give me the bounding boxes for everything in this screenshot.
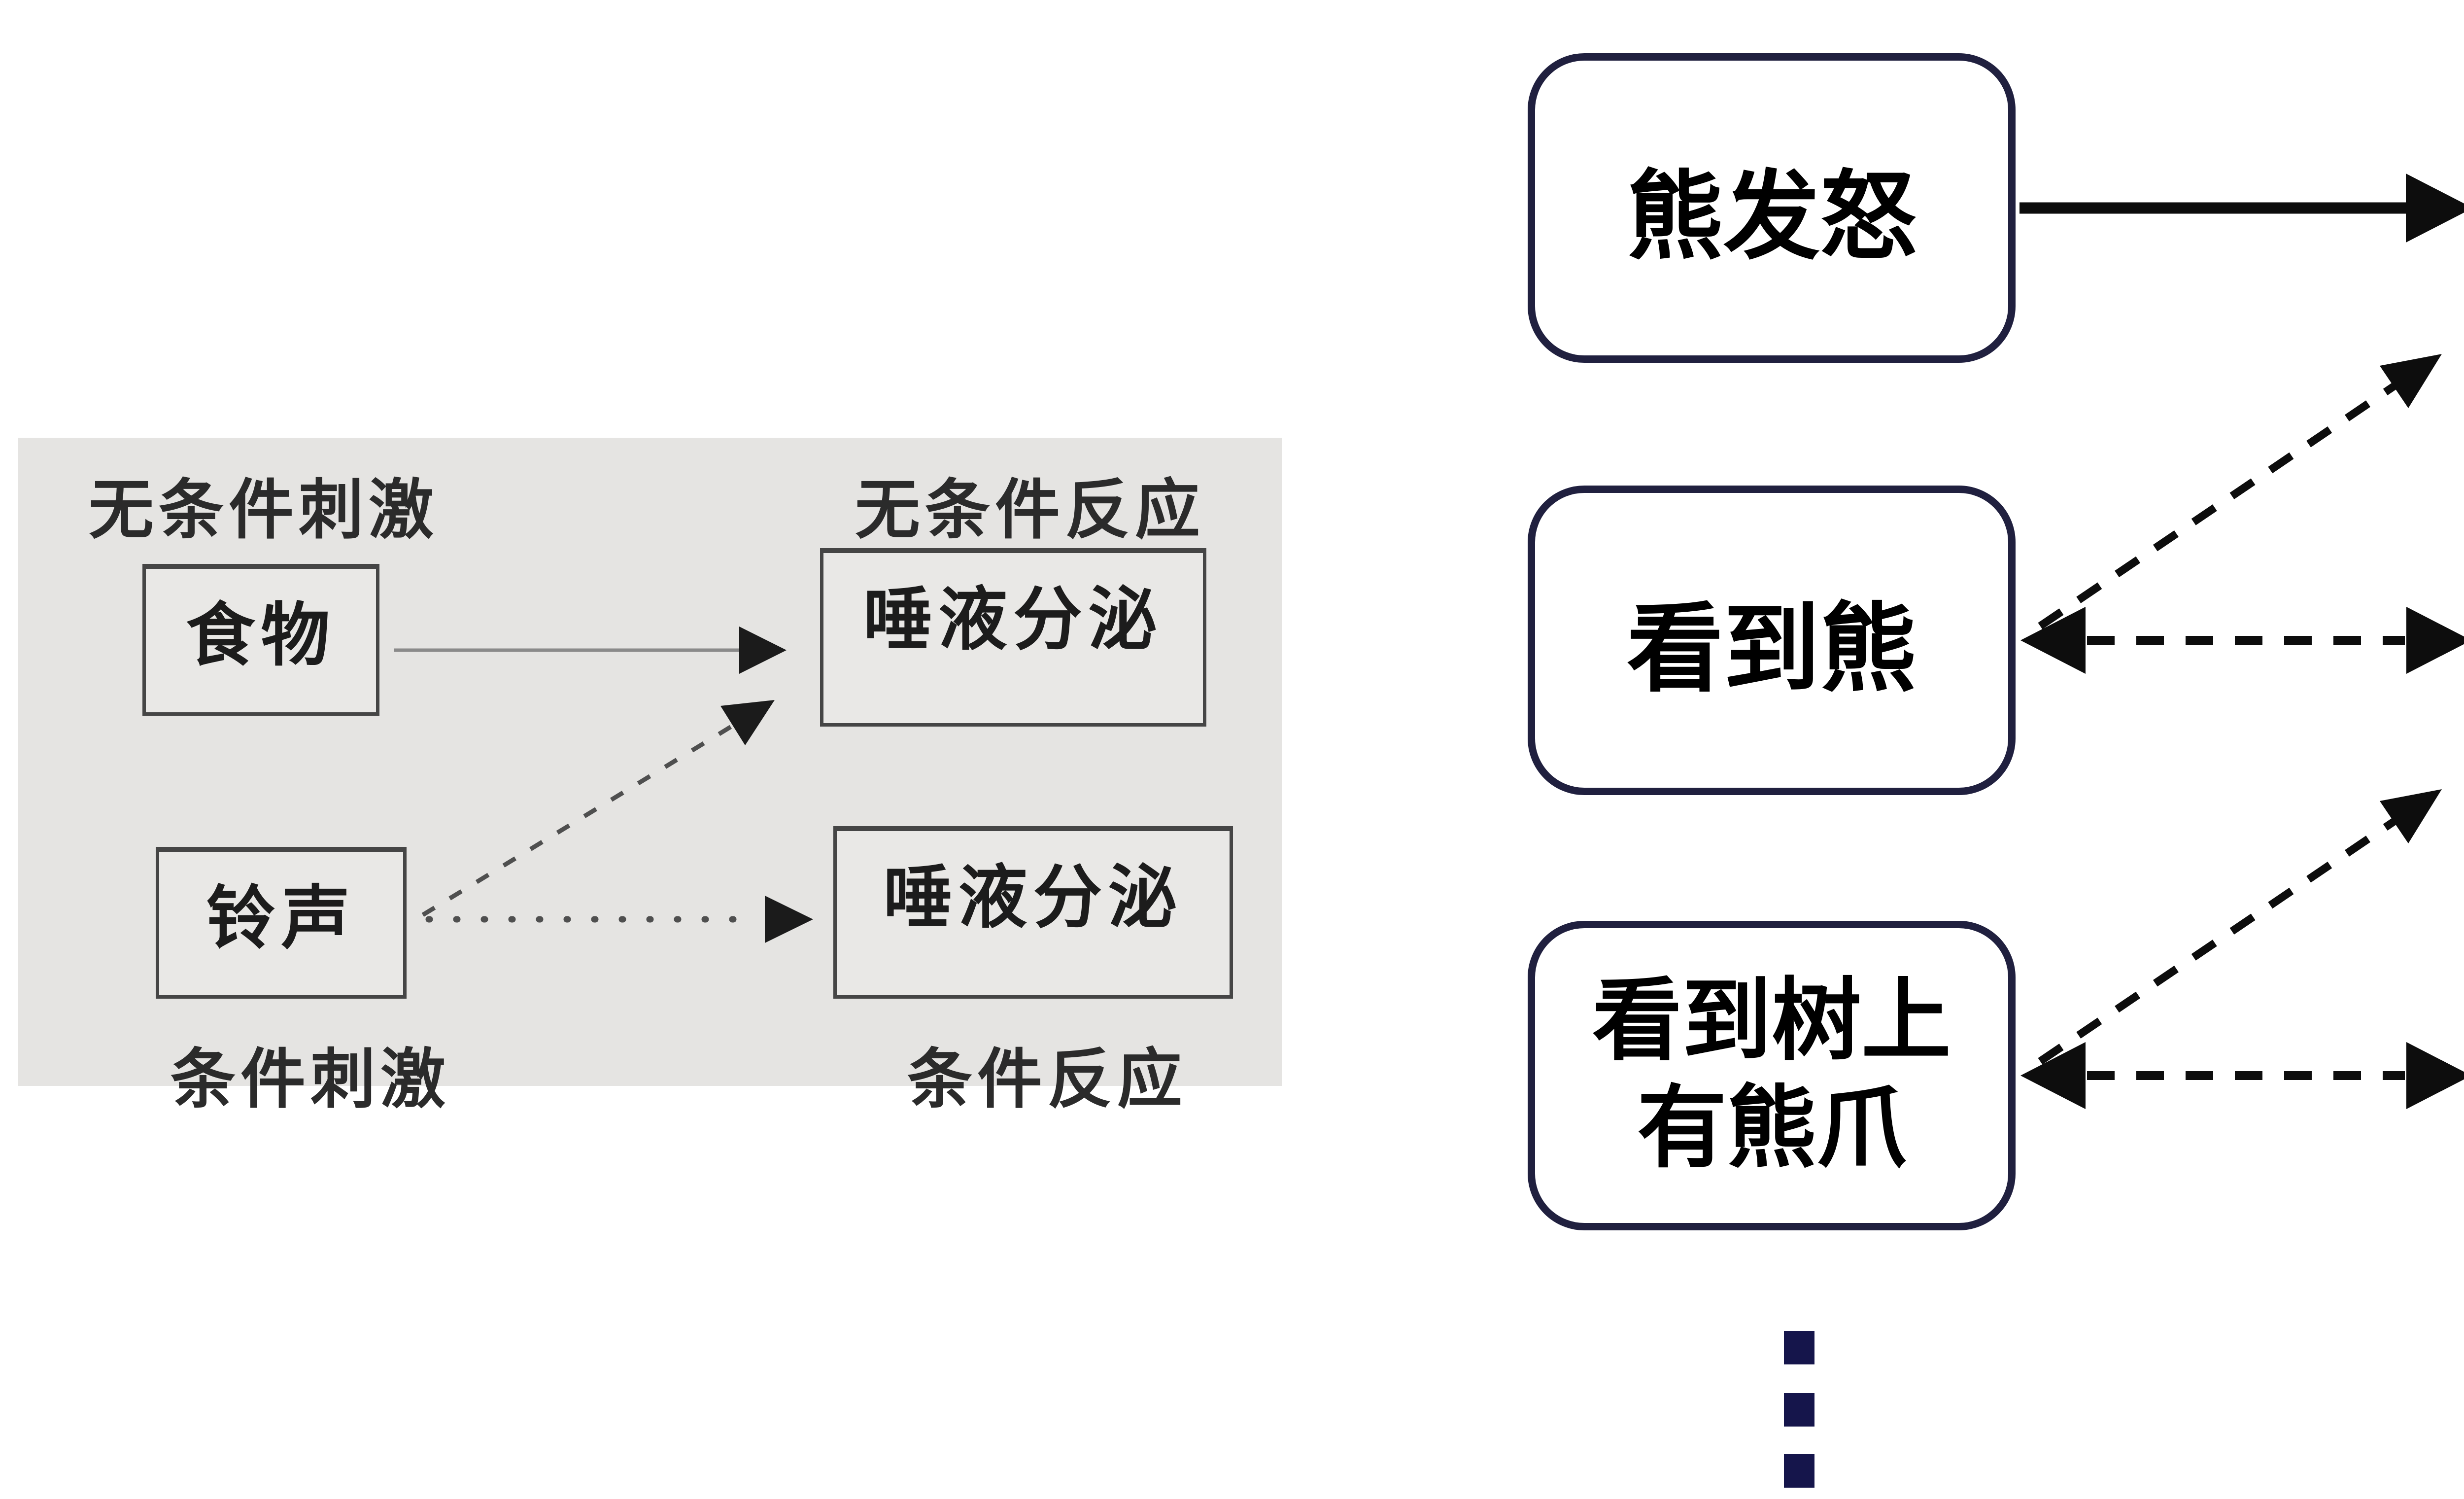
node-see-claw-line1: 看到树上 bbox=[1592, 972, 1951, 1071]
see-bear-to-reward-arrowhead bbox=[2380, 354, 2442, 408]
box-salivation-top: 唾液分泌 bbox=[820, 548, 1206, 727]
node-see-bear: 看到熊 bbox=[1528, 486, 2016, 795]
vs-arrowhead-right bbox=[2406, 1042, 2464, 1109]
label-conditioned-response: 条件反应 bbox=[907, 1043, 1187, 1116]
see-bear-to-reward-dashed-line bbox=[2038, 382, 2397, 629]
box-bell-label: 铃声 bbox=[206, 879, 356, 957]
box-salivation-top-label: 唾液分泌 bbox=[863, 581, 1163, 658]
box-salivation-bottom: 唾液分泌 bbox=[833, 826, 1233, 999]
node-bear-angry-label: 熊发怒 bbox=[1626, 164, 1916, 271]
see-bear-arrowhead-left bbox=[2020, 607, 2086, 674]
vsprime-arrowhead-right bbox=[2406, 607, 2464, 674]
box-food-label: 食物 bbox=[186, 596, 336, 674]
see-claw-to-vsprime-arrowhead bbox=[2380, 789, 2442, 843]
label-unconditioned-stimulus: 无条件刺激 bbox=[89, 474, 439, 546]
node-see-claw-label: 看到树上 有熊爪 bbox=[1592, 968, 1951, 1184]
ellipsis-dot-left bbox=[1784, 1393, 1814, 1427]
ellipsis-dot-left bbox=[1784, 1454, 1814, 1488]
ellipsis-dot-left bbox=[1784, 1331, 1814, 1364]
label-unconditioned-response: 无条件反应 bbox=[855, 474, 1205, 546]
bear-to-reward-arrowhead bbox=[2406, 174, 2464, 243]
box-bell: 铃声 bbox=[156, 847, 407, 999]
see-claw-to-vsprime-dashed-line bbox=[2038, 817, 2397, 1065]
label-conditioned-stimulus: 条件刺激 bbox=[171, 1043, 450, 1116]
box-food: 食物 bbox=[142, 564, 379, 716]
node-see-claw: 看到树上 有熊爪 bbox=[1528, 921, 2016, 1230]
node-see-bear-label: 看到熊 bbox=[1626, 596, 1916, 703]
pavlov-panel: 无条件刺激 无条件反应 食物 唾液分泌 铃声 唾液分泌 条件刺激 条件反应 bbox=[18, 438, 1282, 1116]
node-bear-angry: 熊发怒 bbox=[1528, 53, 2016, 363]
box-salivation-bottom-label: 唾液分泌 bbox=[883, 859, 1183, 936]
see-claw-arrowhead-left bbox=[2020, 1042, 2086, 1109]
node-see-claw-line2: 有熊爪 bbox=[1637, 1080, 1906, 1179]
